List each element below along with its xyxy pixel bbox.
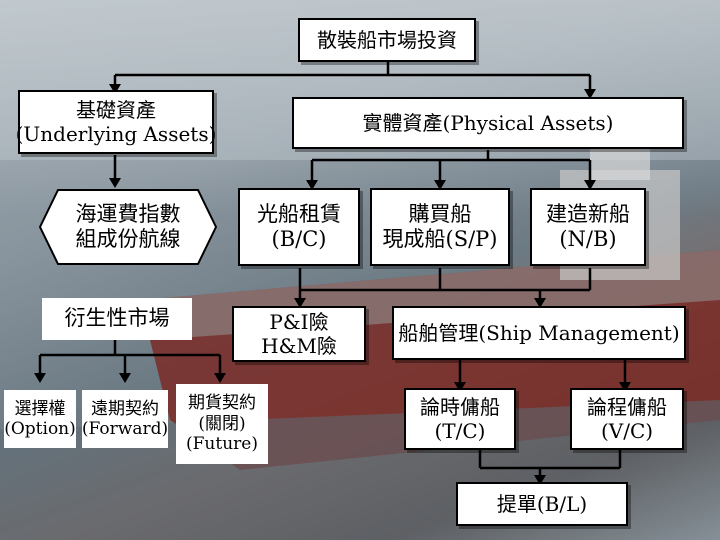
buy-ship-line1: 購買船 [408, 201, 472, 226]
node-bill-of-lading: 提單(B/L) [456, 482, 628, 526]
forward-line1: 遠期契約 [91, 398, 159, 419]
option-line2: (Option) [4, 419, 76, 439]
new-build-line1: 建造新船 [546, 201, 630, 226]
time-charter-line2: (T/C) [434, 419, 486, 443]
future-line1: 期貨契約 [188, 393, 256, 414]
bareboat-line1: 光船租賃 [257, 201, 341, 226]
option-line1: 選擇權 [14, 398, 66, 419]
node-physical-assets: 實體資產(Physical Assets) [292, 97, 684, 149]
freight-index-line1: 海運費指數 [75, 201, 181, 226]
node-derivatives-market: 衍生性市場 [42, 298, 192, 340]
buy-ship-line2: 現成船(S/P) [382, 227, 498, 251]
node-freight-index-routes: 海運費指數 組成份航線 [58, 194, 198, 260]
bareboat-line2: (B/C) [271, 227, 327, 251]
underlying-label-en: (Underlying Assets) [15, 122, 217, 146]
ship-mgmt-label: 船舶管理(Ship Management) [398, 321, 680, 345]
node-time-charter: 論時傭船 (T/C) [404, 388, 516, 450]
bill-of-lading-label: 提單(B/L) [496, 492, 588, 516]
node-bareboat-charter: 光船租賃 (B/C) [238, 188, 360, 266]
node-underlying-assets: 基礎資產 (Underlying Assets) [15, 90, 217, 154]
root-label: 散裝船市場投資 [317, 28, 457, 52]
insurance-line2: H&M險 [261, 334, 337, 358]
freight-index-line2: 組成份航線 [75, 227, 181, 251]
time-charter-line1: 論時傭船 [420, 395, 500, 419]
hexagon-shape [38, 189, 218, 265]
node-option: 選擇權 (Option) [4, 390, 76, 448]
physical-label: 實體資產(Physical Assets) [362, 111, 614, 135]
node-root-bulk-shipping-investment: 散裝船市場投資 [298, 18, 476, 62]
node-new-building: 建造新船 (N/B) [530, 188, 646, 266]
future-line2: (關閉) [198, 413, 246, 434]
node-voyage-charter: 論程傭船 (V/C) [570, 388, 684, 450]
forward-line2: (Forward) [81, 419, 169, 439]
node-buy-secondhand-ship: 購買船 現成船(S/P) [370, 188, 510, 266]
future-line3: (Future) [186, 434, 258, 455]
voyage-charter-line1: 論程傭船 [587, 395, 667, 419]
voyage-charter-line2: (V/C) [600, 419, 654, 443]
new-build-line2: (N/B) [559, 227, 617, 251]
underlying-label-zh: 基礎資產 [76, 98, 156, 122]
node-ship-management: 船舶管理(Ship Management) [392, 306, 686, 360]
insurance-line1: P&I險 [269, 310, 329, 334]
node-forward: 遠期契約 (Forward) [82, 390, 168, 448]
node-future: 期貨契約 (關閉) (Future) [176, 384, 268, 464]
node-insurance: P&I險 H&M險 [232, 306, 366, 362]
derivatives-label: 衍生性市場 [64, 306, 170, 331]
